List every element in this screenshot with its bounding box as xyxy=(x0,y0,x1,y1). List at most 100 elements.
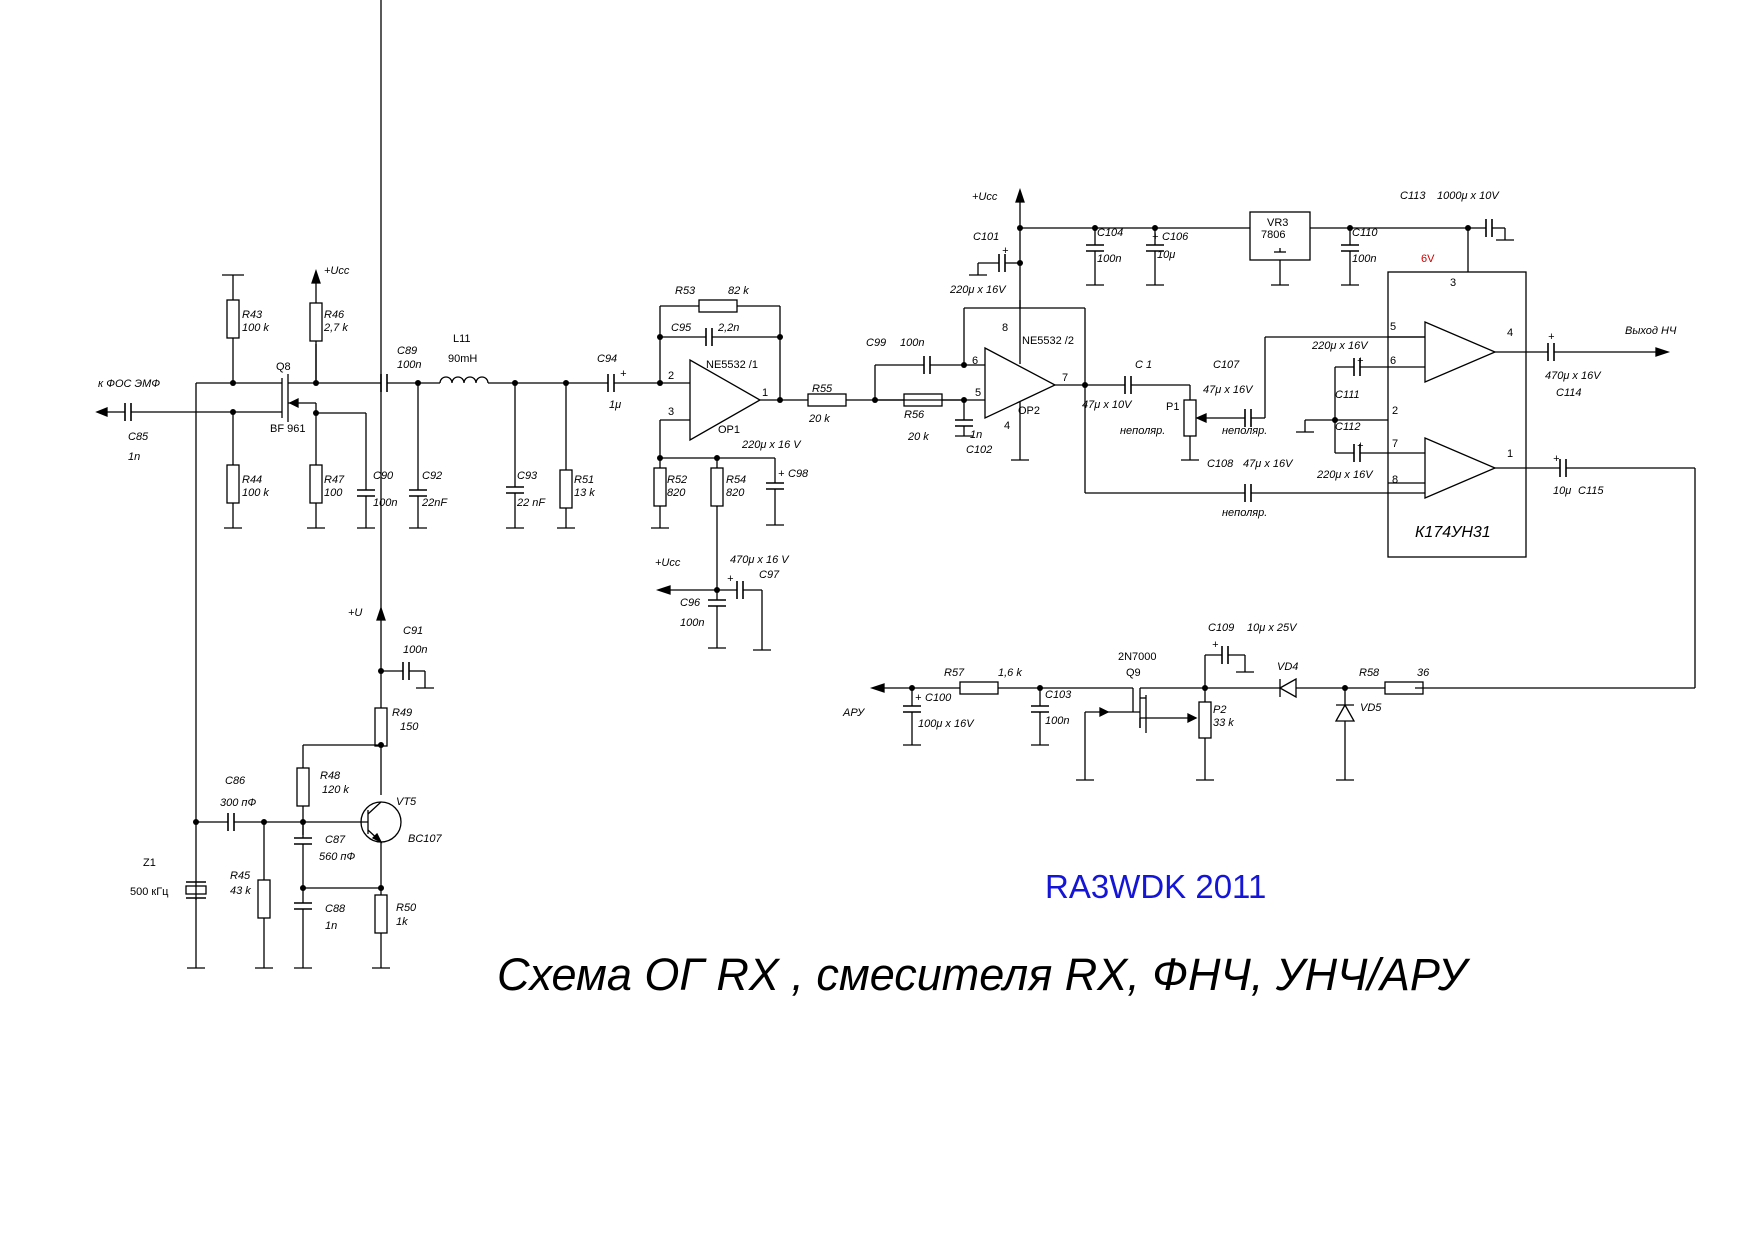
label-z1-ref: Z1 xyxy=(143,857,156,869)
label-c1-ref: C 1 xyxy=(1135,359,1152,371)
amplifier-ic xyxy=(1296,271,1696,689)
label-op2-pin-vcc: 8 xyxy=(1002,322,1008,334)
label-ic-pin-2: 2 xyxy=(1392,405,1398,417)
label-op2-pin-inv: 6 xyxy=(972,355,978,367)
label-c1-note: неполяр. xyxy=(1120,425,1165,437)
label-c108-val: 47μ x 16V xyxy=(1243,458,1294,470)
label-r47-val: 100 xyxy=(324,487,343,499)
label-r58-val: 36 xyxy=(1417,667,1430,679)
label-c98-val: 220μ x 16 V xyxy=(741,439,802,451)
label-r50-ref: R50 xyxy=(396,902,417,914)
label-r46-ref: R46 xyxy=(324,309,345,321)
label-r51-ref: R51 xyxy=(574,474,594,486)
label-p2-val: 33 k xyxy=(1213,717,1234,729)
label-c112-val: 220μ x 16V xyxy=(1316,469,1374,481)
label-c104-val: 100n xyxy=(1097,253,1121,265)
label-c101-val: 220μ x 16V xyxy=(949,284,1007,296)
label-r44-val: 100 k xyxy=(242,487,269,499)
label-r53-val: 82 k xyxy=(728,285,749,297)
label-p1-ref: P1 xyxy=(1166,401,1179,413)
label-c102-ref: C102 xyxy=(966,444,992,456)
label-c110-ref: C110 xyxy=(1352,227,1378,239)
label-r52-ref: R52 xyxy=(667,474,687,486)
plus-c112: + xyxy=(1357,440,1364,452)
label-r51-val: 13 k xyxy=(574,487,595,499)
oscillator-section xyxy=(185,0,434,969)
label-c115-ref: C115 xyxy=(1578,485,1604,497)
label-c108-ref: C108 xyxy=(1207,458,1234,470)
label-c101-ref: C101 xyxy=(973,231,999,243)
label-op1-val: NE5532 /1 xyxy=(706,359,758,371)
label-c106-ref: C106 xyxy=(1162,231,1189,243)
label-c99-ref: C99 xyxy=(866,337,886,349)
label-r57-ref: R57 xyxy=(944,667,965,679)
label-r47-ref: R47 xyxy=(324,474,345,486)
label-op1-pin-out: 1 xyxy=(762,387,768,399)
label-op2-val: NE5532 /2 xyxy=(1022,335,1074,347)
label-r53-ref: R53 xyxy=(675,285,696,297)
labels: к ФОС ЭМФ C85 1n R43 100 k R44 100 k +Uc… xyxy=(98,190,1677,1000)
label-r57-val: 1,6 k xyxy=(998,667,1022,679)
label-c1-val: 47μ x 10V xyxy=(1082,399,1133,411)
label-c89-val: 100n xyxy=(397,359,421,371)
plus-c115: + xyxy=(1553,453,1560,465)
credit-text: RA3WDK 2011 xyxy=(1045,868,1266,905)
label-ic-pin-3: 3 xyxy=(1450,277,1456,289)
label-r49-val: 150 xyxy=(400,721,419,733)
label-c90-val: 100n xyxy=(373,497,397,509)
label-op2-ref: OP2 xyxy=(1018,405,1040,417)
label-r55-ref: R55 xyxy=(812,383,833,395)
label-c90-ref: C90 xyxy=(373,470,394,482)
plus-c94: + xyxy=(620,368,627,380)
plus-c101: + xyxy=(1002,245,1009,257)
label-c109-val: 10μ x 25V xyxy=(1247,622,1298,634)
label-c113-val: 1000μ x 10V xyxy=(1437,190,1500,202)
label-c94-val: 1μ xyxy=(609,399,621,411)
plus-c100: + xyxy=(915,692,922,704)
label-q8-val: BF 961 xyxy=(270,423,305,435)
label-l11-val: 90mH xyxy=(448,353,477,365)
label-p2-ref: P2 xyxy=(1213,704,1226,716)
label-c92-val: 22nF xyxy=(421,497,448,509)
op2-stage xyxy=(874,228,1425,502)
label-ic-pin-8: 8 xyxy=(1392,474,1398,486)
label-vd4-ref: VD4 xyxy=(1277,661,1298,673)
page-title: Схема ОГ RX , смесителя RX, ФНЧ, УНЧ/АРУ xyxy=(497,949,1471,1000)
label-r54-ref: R54 xyxy=(726,474,746,486)
label-c107-val: 47μ x 16V xyxy=(1203,384,1254,396)
label-c110-val: 100n xyxy=(1352,253,1376,265)
label-l11-ref: L11 xyxy=(453,333,471,345)
port-label-ucc-1: +Ucc xyxy=(324,265,350,277)
label-vr3-val: 7806 xyxy=(1261,229,1285,241)
label-op1-ref: OP1 xyxy=(718,424,740,436)
label-ic-pin-6: 6 xyxy=(1390,355,1396,367)
label-op2-pin-out: 7 xyxy=(1062,372,1068,384)
label-op2-pin-gnd: 4 xyxy=(1004,420,1010,432)
label-c92-ref: C92 xyxy=(422,470,442,482)
label-c111-val: 220μ x 16V xyxy=(1311,340,1369,352)
label-vt5-ref: VT5 xyxy=(396,796,417,808)
plus-c97: + xyxy=(727,573,734,585)
label-c99-val: 100n xyxy=(900,337,924,349)
label-c85-ref: C85 xyxy=(128,431,149,443)
plus-c109: + xyxy=(1212,639,1219,651)
label-c100-ref: C100 xyxy=(925,692,952,704)
label-vt5-val: BC107 xyxy=(408,833,443,845)
label-ic-pin-5: 5 xyxy=(1390,321,1396,333)
label-r48-ref: R48 xyxy=(320,770,341,782)
label-c103-val: 100n xyxy=(1045,715,1069,727)
label-r58-ref: R58 xyxy=(1359,667,1380,679)
label-c114-val: 470μ x 16V xyxy=(1545,370,1602,382)
plus-c106: + xyxy=(1152,231,1159,243)
label-c103-ref: C103 xyxy=(1045,689,1072,701)
plus-c114: + xyxy=(1548,331,1555,343)
label-c106-val: 10μ xyxy=(1157,249,1175,261)
label-r45-ref: R45 xyxy=(230,870,251,882)
label-z1-val: 500 кГц xyxy=(130,886,169,898)
label-r43-val: 100 k xyxy=(242,322,269,334)
label-vr3-ref: VR3 xyxy=(1267,217,1288,229)
label-c108-note: неполяр. xyxy=(1222,507,1267,519)
label-c114-ref: C114 xyxy=(1556,387,1581,399)
label-r52-val: 820 xyxy=(667,487,686,499)
